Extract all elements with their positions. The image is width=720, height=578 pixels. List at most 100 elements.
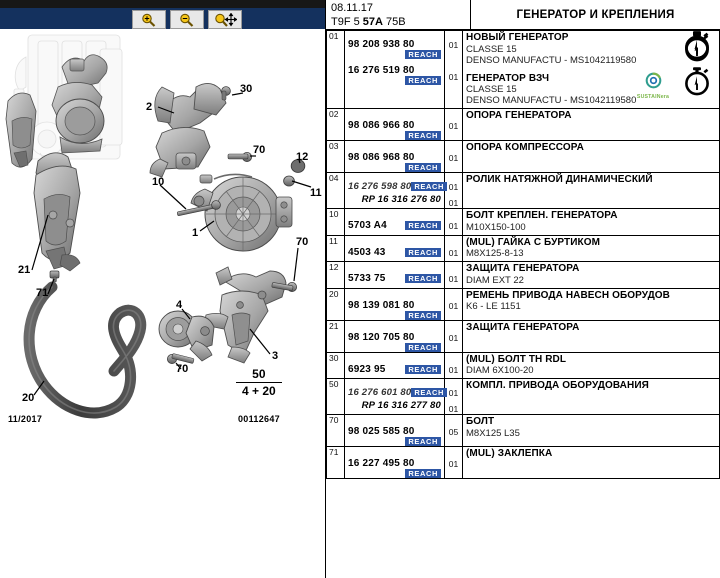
- rivet-part-71: [49, 270, 60, 283]
- row-index: 20: [329, 288, 339, 299]
- row-index: 01: [329, 31, 339, 41]
- reach-line: REACH: [345, 437, 444, 446]
- zoom-out-button[interactable]: [170, 10, 204, 29]
- description-title: (MUL) ЗАКЛЕПКА: [466, 448, 553, 459]
- fraction-denominator: 4 + 20: [242, 384, 276, 398]
- nut-part-11: [283, 175, 295, 187]
- protector-part-12: [290, 159, 306, 173]
- zoom-in-button[interactable]: [132, 10, 166, 29]
- quantity-value: 01: [448, 221, 459, 231]
- diagram-toolbar: [0, 8, 325, 29]
- description-title: РОЛИК НАТЯЖНОЙ ДИНАМИЧЕСКИЙ: [466, 174, 653, 185]
- part-number: 98 086 966 80: [348, 120, 415, 131]
- bolt-part-30: [221, 86, 231, 101]
- part-number: RP 16 316 277 80: [361, 400, 441, 411]
- part-number-line: 98 086 966 80: [345, 120, 444, 131]
- part-number: 98 120 705 80: [348, 331, 415, 343]
- reach-badge: REACH: [405, 131, 441, 140]
- description-title: ГЕНЕРАТОР ВЗЧ: [466, 72, 550, 84]
- quantity-value: 01: [448, 153, 459, 163]
- callout-3: 3: [272, 350, 279, 362]
- quantity-value: 01: [448, 332, 459, 343]
- quantity-cell: 01: [444, 319, 463, 353]
- description-sub: M8X125-8-13: [466, 248, 524, 259]
- exploded-view-diagram[interactable]: 2 30 70 12 11 10 1 70 21 71 4 3 70 20: [0, 29, 325, 578]
- callout-10: 10: [152, 176, 165, 188]
- part-number-row: RP 16 316 277 80: [345, 398, 444, 411]
- quantity-value: 01: [448, 198, 459, 208]
- fraction-numerator: 50: [252, 367, 266, 381]
- row-index-cell: 02: [326, 108, 345, 141]
- description-title: ОПОРА КОМПРЕССОРА: [466, 142, 584, 153]
- row-index: 10: [329, 209, 339, 219]
- quantity-value: 01: [448, 274, 459, 284]
- bolt-part-70-lower: [166, 353, 195, 364]
- description-title: НОВЫЙ ГЕНЕРАТОР: [466, 32, 569, 43]
- header-right-block: ГЕНЕРАТОР И КРЕПЛЕНИЯ: [471, 0, 720, 29]
- description-title: БОЛТ: [466, 416, 495, 427]
- description-block: КОМПЛ. ПРИВОДА ОБОРУДОВАНИЯ: [466, 380, 719, 392]
- quantity-value: 01: [448, 404, 459, 414]
- reach-line: REACH: [345, 469, 444, 478]
- reach-badge: REACH: [405, 274, 441, 283]
- part-number-row: RP 16 316 276 80: [345, 192, 444, 205]
- callout-1: 1: [192, 227, 199, 239]
- row-index-cell: 71: [326, 446, 345, 479]
- zoom-pan-button[interactable]: [208, 10, 242, 29]
- alternator-guard-part-21: [33, 152, 81, 272]
- stopwatch-icon: [685, 67, 709, 96]
- compressor-bracket-part-3: [203, 266, 287, 364]
- part-number: RP 16 316 276 80: [361, 194, 441, 205]
- description-title: КОМПЛ. ПРИВОДА ОБОРУДОВАНИЯ: [466, 380, 649, 391]
- parts-list-panel: 08.11.17 T9F 5 57A 75B ГЕНЕРАТОР И КРЕПЛ…: [325, 0, 720, 578]
- part-number: 98 208 938 80: [348, 39, 415, 50]
- reach-badge: REACH: [405, 437, 441, 446]
- diagram-artwork: [5, 34, 306, 419]
- description-cell: ЗАЩИТА ГЕНЕРАТОРА: [462, 319, 720, 353]
- callout-70-right: 70: [296, 236, 309, 248]
- description-stack: ОПОРА ГЕНЕРАТОРА: [463, 109, 719, 124]
- quantity-value: 01: [448, 40, 459, 50]
- part-number: 16 276 519 80: [348, 65, 415, 76]
- drive-belt-part-20: [23, 281, 147, 419]
